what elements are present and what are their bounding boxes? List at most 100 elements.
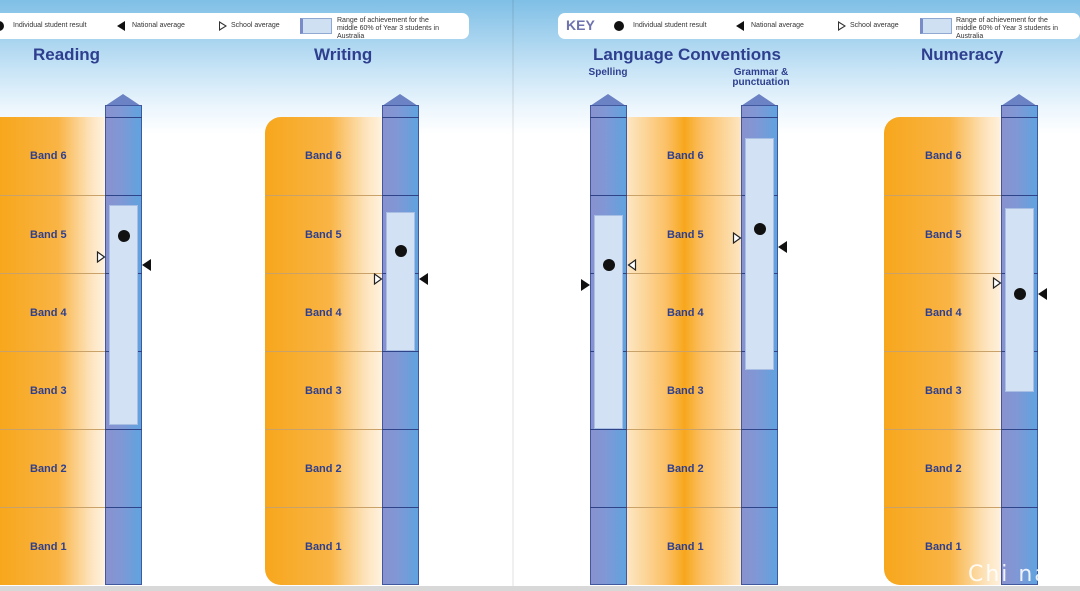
band-panel-language-conventions: Band 6 Band 5 Band 4 Band 3 Band 2 Band 1 bbox=[627, 117, 742, 585]
school-average-marker bbox=[373, 273, 383, 286]
band-label: Band 4 bbox=[667, 306, 704, 319]
scale-subtitle-grammar: Grammar & punctuation bbox=[732, 67, 790, 88]
band-label: Band 1 bbox=[30, 540, 67, 553]
band-label: Band 3 bbox=[667, 384, 704, 397]
band-label: Band 5 bbox=[667, 228, 704, 241]
band-row: Band 2 bbox=[627, 429, 742, 507]
watermark-text: Chi na bbox=[968, 562, 1050, 587]
band-label: Band 5 bbox=[30, 228, 67, 241]
band-boundary-line bbox=[590, 195, 627, 196]
band-boundary-line bbox=[590, 507, 627, 508]
student-result-dot bbox=[117, 229, 130, 242]
band-label: Band 4 bbox=[30, 306, 67, 319]
band-label: Band 6 bbox=[667, 150, 704, 162]
band-boundary-line bbox=[590, 429, 627, 430]
band-label: Band 6 bbox=[30, 150, 67, 162]
scale-arrow-cap bbox=[741, 94, 777, 106]
band-boundary-line bbox=[382, 117, 419, 118]
band-label: Band 4 bbox=[925, 306, 962, 319]
chart-title-language-conventions: Language Conventions bbox=[593, 45, 781, 64]
key-label-student: Individual student result bbox=[633, 22, 707, 29]
scale-column-writing bbox=[382, 94, 419, 585]
band-panel-numeracy: Band 6 Band 5 Band 4 Band 3 Band 2 Band 1 bbox=[884, 117, 1003, 585]
school-average-marker bbox=[992, 277, 1002, 290]
band-label: Band 2 bbox=[305, 462, 342, 475]
middle-60-range-box bbox=[1005, 208, 1034, 393]
school-average-marker bbox=[732, 231, 742, 244]
scale-arrow-cap bbox=[382, 94, 418, 106]
middle-60-range-box bbox=[594, 215, 623, 429]
key-heading: KEY bbox=[566, 17, 595, 33]
band-label: Band 5 bbox=[305, 228, 342, 241]
band-row: Band 4 bbox=[884, 273, 1003, 351]
middle-60-range-box bbox=[386, 212, 415, 351]
band-row: Band 5 bbox=[627, 195, 742, 273]
student-result-dot bbox=[394, 245, 407, 258]
chart-title-reading: Reading bbox=[33, 45, 101, 64]
band-label: Band 1 bbox=[925, 540, 962, 553]
band-label: Band 2 bbox=[667, 462, 704, 475]
band-row: Band 4 bbox=[0, 273, 106, 351]
school-average-triangle-icon bbox=[838, 21, 846, 31]
band-boundary-line bbox=[1001, 507, 1038, 508]
student-result-dot bbox=[1013, 288, 1026, 301]
scale-subtitle-spelling: Spelling bbox=[588, 67, 628, 78]
chart-title-writing: Writing bbox=[314, 45, 373, 64]
band-row: Band 4 bbox=[265, 273, 383, 351]
school-average-marker bbox=[627, 259, 637, 272]
school-average-triangle-icon bbox=[219, 21, 227, 31]
band-label: Band 5 bbox=[925, 228, 962, 241]
page-fold bbox=[512, 0, 514, 591]
key-legend-right: KEY Individual student result National a… bbox=[558, 13, 1080, 40]
band-row: Band 2 bbox=[0, 429, 106, 507]
national-average-marker bbox=[142, 259, 151, 272]
scrollbar-track[interactable] bbox=[0, 586, 1080, 591]
key-label-school: School average bbox=[850, 22, 899, 29]
student-result-dot-icon bbox=[0, 21, 4, 31]
band-boundary-line bbox=[1001, 195, 1038, 196]
band-label: Band 2 bbox=[925, 462, 962, 475]
student-result-dot-icon bbox=[614, 21, 624, 31]
band-boundary-line bbox=[382, 429, 419, 430]
scale-column-reading bbox=[105, 94, 142, 585]
band-label: Band 6 bbox=[305, 150, 342, 162]
band-boundary-line bbox=[382, 507, 419, 508]
band-boundary-line bbox=[741, 117, 778, 118]
band-label: Band 3 bbox=[305, 384, 342, 397]
band-boundary-line bbox=[105, 195, 142, 196]
band-row: Band 3 bbox=[627, 351, 742, 429]
band-row: Band 3 bbox=[884, 351, 1003, 429]
band-label: Band 1 bbox=[667, 540, 704, 553]
band-row: Band 1 bbox=[627, 507, 742, 585]
chart-title-numeracy: Numeracy bbox=[921, 45, 1004, 64]
band-row: Band 5 bbox=[884, 195, 1003, 273]
student-result-dot bbox=[753, 222, 766, 235]
band-row: Band 6 bbox=[627, 117, 742, 195]
band-row: Band 6 bbox=[884, 117, 1003, 195]
national-average-marker bbox=[1038, 288, 1047, 301]
scale-arrow-cap bbox=[590, 94, 626, 106]
national-average-marker bbox=[778, 241, 787, 254]
key-label-range: Range of achievement for the middle 60% … bbox=[337, 17, 439, 40]
band-boundary-line bbox=[1001, 117, 1038, 118]
key-label-national: National average bbox=[751, 22, 804, 29]
band-row: Band 1 bbox=[884, 507, 1003, 585]
key-label-school: School average bbox=[231, 22, 280, 29]
band-row: Band 6 bbox=[265, 117, 383, 195]
band-boundary-line bbox=[1001, 429, 1038, 430]
scale-column-spelling bbox=[590, 94, 627, 585]
band-boundary-line bbox=[105, 507, 142, 508]
band-row: Band 1 bbox=[0, 507, 106, 585]
key-label-national: National average bbox=[132, 22, 185, 29]
student-result-dot bbox=[602, 259, 615, 272]
middle-60-range-box bbox=[109, 205, 138, 426]
scale-column-numeracy bbox=[1001, 94, 1038, 585]
band-label: Band 3 bbox=[925, 384, 962, 397]
scale-arrow-cap bbox=[105, 94, 141, 106]
key-label-range: Range of achievement for the middle 60% … bbox=[956, 17, 1058, 40]
national-average-triangle-icon bbox=[736, 21, 744, 31]
band-row: Band 2 bbox=[265, 429, 383, 507]
